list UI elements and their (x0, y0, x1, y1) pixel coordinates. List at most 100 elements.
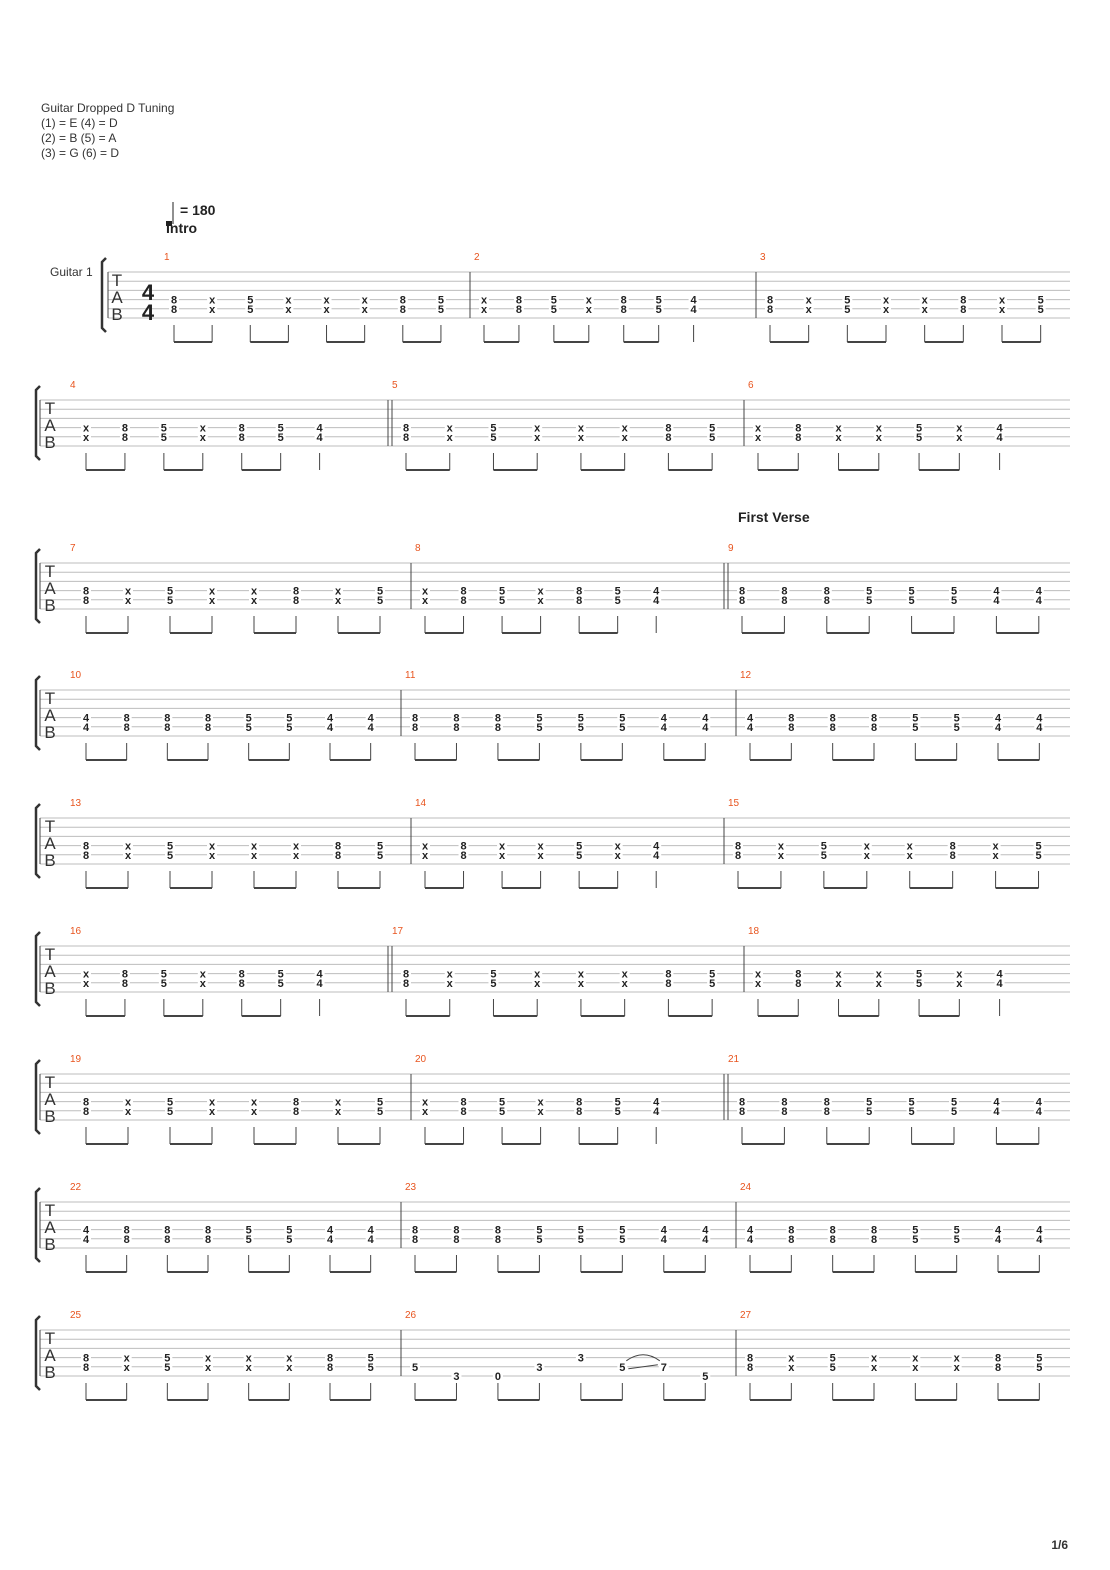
note-backing (158, 422, 169, 434)
dead-note: x (125, 850, 132, 862)
note-backing (745, 1361, 755, 1373)
note-backing (162, 1352, 173, 1364)
note-backing (420, 1096, 430, 1108)
note-backing (651, 849, 662, 861)
note-backing (833, 968, 844, 980)
tab-note: 4 (1036, 722, 1043, 734)
tab-note: 8 (795, 978, 801, 990)
note-backing (951, 1233, 962, 1245)
tab-note: 5 (866, 1106, 872, 1118)
note-backing (314, 422, 325, 434)
tab-note: 8 (747, 1362, 753, 1374)
measure-number: 19 (70, 1054, 82, 1065)
note-backing (583, 294, 594, 306)
dead-note: x (209, 595, 216, 607)
note-backing (375, 840, 385, 852)
note-backing (803, 294, 814, 306)
note-backing (873, 431, 884, 443)
note-backing (410, 1224, 420, 1236)
measure-number: 20 (415, 1054, 427, 1065)
note-backing (203, 1224, 213, 1236)
note-backing (534, 721, 545, 733)
measure-number: 10 (70, 670, 82, 681)
note-backing (321, 303, 332, 315)
note-backing (123, 594, 133, 606)
dead-note: x (912, 1362, 919, 1374)
note-backing (949, 1105, 959, 1117)
tab-letter-t: T (45, 689, 55, 708)
tab-note: 4 (83, 1234, 90, 1246)
tab-note: 8 (171, 295, 177, 307)
dead-note: x (835, 969, 842, 981)
tab-note: 5 (246, 722, 252, 734)
tab-note: 8 (665, 432, 671, 444)
tab-note: 5 (912, 722, 918, 734)
tab-note: 5 (377, 586, 383, 598)
tab-note: 8 (830, 1234, 836, 1246)
tab-note: 5 (490, 978, 496, 990)
dead-note: x (876, 969, 883, 981)
note-backing (284, 1361, 295, 1373)
note-backing (245, 294, 256, 306)
tab-note: 5 (164, 1362, 170, 1374)
tab-note: 4 (1036, 586, 1043, 598)
dead-note: x (83, 432, 90, 444)
dead-note: x (578, 423, 585, 435)
note-backing (488, 431, 499, 443)
note-backing (1034, 712, 1045, 724)
tab-note: 8 (205, 1234, 211, 1246)
tab-note: 4 (997, 978, 1004, 990)
note-backing (864, 1096, 875, 1108)
dead-note: x (876, 978, 883, 990)
note-backing (1033, 849, 1044, 861)
measure-number: 15 (728, 798, 740, 809)
tab-note: 5 (161, 969, 167, 981)
tab-note: 5 (499, 586, 505, 598)
tab-note: 5 (551, 295, 557, 307)
note-backing (207, 303, 218, 315)
tab-letter-t: T (45, 1329, 55, 1348)
note-backing (497, 594, 508, 606)
note-backing (833, 977, 844, 989)
note-backing (1033, 585, 1044, 597)
tab-note: 8 (960, 295, 966, 307)
tab-note: 8 (83, 595, 89, 607)
note-backing (548, 303, 559, 315)
tab-letter-t: T (45, 1201, 55, 1220)
tab-note: 4 (661, 1234, 668, 1246)
measure-number: 8 (415, 543, 421, 554)
tab-note: 5 (246, 713, 252, 725)
slur-arc (626, 1354, 661, 1362)
tab-note: 8 (747, 1353, 753, 1365)
note-backing (121, 1361, 132, 1373)
note-backing (197, 422, 208, 434)
tab-note: 8 (824, 595, 830, 607)
tab-note: 5 (368, 1353, 374, 1365)
dead-note: x (956, 432, 963, 444)
tab-note: 5 (951, 1097, 957, 1109)
note-backing (688, 294, 699, 306)
dead-note: x (864, 850, 871, 862)
dead-note: x (538, 595, 545, 607)
note-backing (663, 422, 674, 434)
note-backing (203, 721, 213, 733)
section-label-first-verse: First Verse (738, 509, 810, 525)
note-backing (275, 977, 286, 989)
tab-note: 5 (167, 586, 173, 598)
note-backing (958, 303, 969, 315)
tab-note: 5 (656, 295, 662, 307)
dead-note: x (209, 850, 216, 862)
tab-note: 5 (161, 432, 167, 444)
tab-note: 5 (161, 423, 167, 435)
tab-note: 5 (916, 432, 922, 444)
tab-note: 3 (453, 1371, 459, 1383)
note-backing (548, 294, 559, 306)
note-backing (1034, 721, 1045, 733)
note-backing (651, 1096, 662, 1108)
note-backing (275, 422, 286, 434)
tab-letter-b: B (44, 979, 55, 998)
note-backing (333, 849, 343, 861)
tab-note: 5 (167, 1106, 173, 1118)
tab-note: 8 (460, 850, 466, 862)
note-backing (458, 1105, 469, 1117)
